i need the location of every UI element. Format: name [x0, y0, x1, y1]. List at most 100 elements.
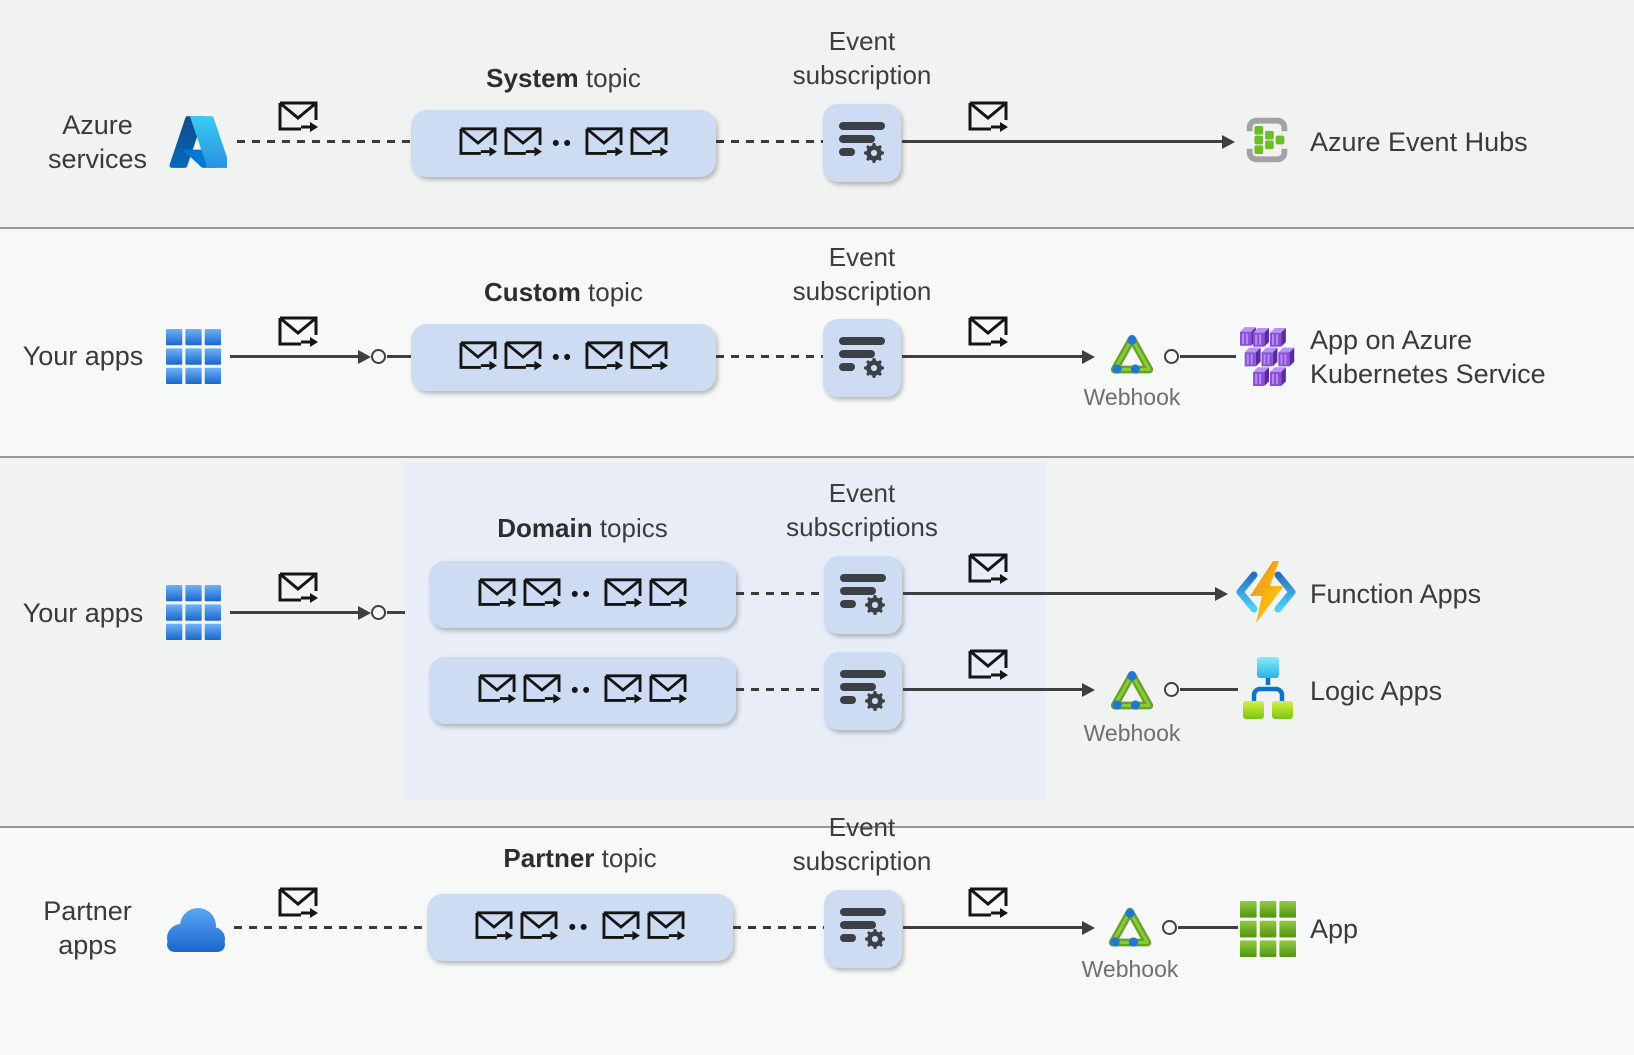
subscription-label: Event subscription — [772, 24, 952, 92]
app-grid-icon — [166, 329, 221, 384]
arrowhead — [1082, 682, 1095, 697]
envelope-icon — [477, 577, 517, 613]
topic-title-bold: Custom — [484, 277, 581, 307]
envelope-icon — [967, 100, 1009, 138]
envelope-icon — [629, 126, 669, 162]
event-subscription-box — [823, 104, 901, 182]
topic-title-bold: System — [486, 63, 579, 93]
source-label: Azure services — [35, 108, 160, 176]
subscription-label-line: subscription — [792, 60, 932, 90]
dashed-line — [736, 592, 824, 595]
envelope-icon — [277, 886, 319, 924]
cloud-icon — [158, 897, 230, 959]
subscription-filter-icon — [838, 668, 888, 714]
webhook-label: Webhook — [1083, 720, 1181, 746]
topic-title-rest: topic — [580, 277, 643, 307]
dashed-line — [716, 140, 823, 143]
event-subscription-box — [824, 890, 902, 968]
row-band-1 — [0, 0, 1634, 227]
envelope-icon — [522, 577, 562, 613]
line — [1180, 688, 1238, 691]
event-hubs-icon — [1238, 111, 1296, 169]
dashed-line — [716, 355, 823, 358]
subscription-label-line: Event — [828, 478, 896, 508]
envelope-icon — [277, 100, 319, 138]
subscription-label-line: subscriptions — [786, 512, 938, 542]
dashed-line — [237, 140, 411, 143]
line — [1178, 926, 1238, 929]
envelope-icon — [503, 340, 543, 376]
line — [387, 611, 405, 614]
arrowhead — [358, 605, 371, 620]
arrowhead — [1215, 586, 1228, 601]
connector-circle — [1164, 682, 1179, 697]
topic-title-rest: topic — [578, 63, 641, 93]
source-label-line: services — [47, 144, 148, 174]
domain-topic-box-1: •• — [429, 561, 736, 628]
topic-title-rest: topic — [594, 843, 657, 873]
envelope-icon — [603, 673, 643, 709]
event-subscription-box — [823, 319, 901, 397]
subscription-label-line: Event — [828, 242, 896, 272]
subscription-filter-icon — [838, 572, 888, 618]
connector-circle — [371, 605, 386, 620]
target-label-line: App on Azure — [1310, 325, 1473, 355]
arrowhead — [1082, 920, 1095, 935]
connector-circle — [1162, 920, 1177, 935]
envelope-icon — [601, 910, 641, 946]
arrow-line — [902, 140, 1222, 143]
ellipsis-dots: •• — [568, 916, 592, 939]
subscription-label: Event subscriptions — [772, 476, 952, 544]
arrow-line — [230, 355, 358, 358]
arrowhead — [358, 349, 371, 364]
panel-title: Domain topics — [429, 512, 736, 544]
panel-title-bold: Domain — [497, 513, 593, 543]
connector-circle — [371, 349, 386, 364]
row-band-2 — [0, 227, 1634, 456]
subscription-filter-icon — [837, 335, 887, 381]
target-label: Azure Event Hubs — [1310, 127, 1528, 157]
target-label-line: Kubernetes Service — [1310, 359, 1546, 389]
webhook-label: Webhook — [1083, 384, 1181, 410]
source-label-line: apps — [58, 930, 117, 960]
target-label: App on Azure Kubernetes Service — [1310, 323, 1546, 391]
webhook-icon — [1106, 666, 1158, 718]
row-band-4 — [0, 826, 1634, 1055]
topic-title: System topic — [411, 62, 716, 94]
row-separator — [0, 227, 1634, 229]
event-subscription-box — [824, 556, 902, 634]
event-subscription-box — [824, 652, 902, 730]
subscription-filter-icon — [838, 906, 888, 952]
envelope-icon — [584, 340, 624, 376]
partner-topic-box: •• — [427, 894, 733, 961]
domain-topics-panel — [405, 462, 1046, 800]
envelope-icon — [603, 577, 643, 613]
connector-circle — [1164, 349, 1179, 364]
ellipsis-dots: •• — [571, 679, 594, 702]
custom-topic-box: •• — [411, 324, 716, 391]
function-apps-icon — [1234, 557, 1298, 627]
target-label: Function Apps — [1310, 579, 1482, 609]
subscription-filter-icon — [837, 120, 887, 166]
source-label: Your apps — [22, 598, 144, 628]
webhook-icon — [1104, 903, 1156, 955]
arrow-line — [903, 688, 1082, 691]
topic-title: Custom topic — [411, 276, 716, 308]
arrow-line — [903, 592, 1215, 595]
subscription-label-line: Event — [828, 812, 896, 842]
logic-apps-icon — [1240, 655, 1296, 721]
topic-title: Partner topic — [427, 842, 733, 874]
envelope-icon — [474, 910, 514, 946]
source-label: Your apps — [22, 341, 144, 371]
dashed-line — [733, 926, 824, 929]
dashed-line — [736, 688, 824, 691]
envelope-icon — [648, 577, 688, 613]
row-separator — [0, 826, 1634, 828]
envelope-icon — [458, 340, 498, 376]
envelope-icon — [967, 315, 1009, 353]
ellipsis-dots: •• — [552, 132, 575, 155]
arrowhead — [1082, 349, 1095, 364]
system-topic-box: •• — [411, 110, 716, 177]
envelope-icon — [519, 910, 559, 946]
